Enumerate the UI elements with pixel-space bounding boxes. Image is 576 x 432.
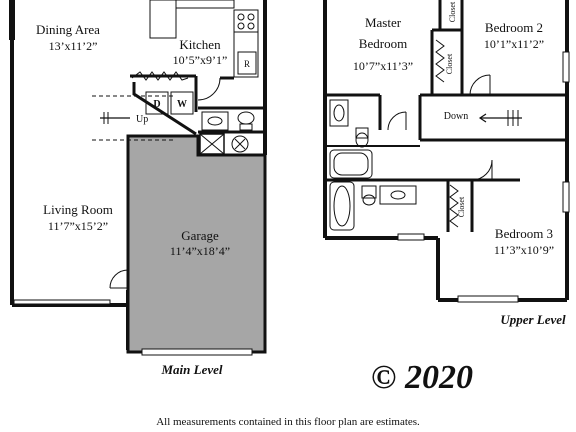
kitchen-walls: [92, 0, 267, 155]
master-bedroom-name-2: Bedroom: [359, 36, 407, 51]
upper-level-label: Upper Level: [500, 312, 566, 327]
dining-area-dims: 13’x11’2”: [49, 39, 98, 53]
master-bedroom-name-1: Master: [365, 15, 402, 30]
up-stairs-label: Up: [136, 114, 148, 125]
refrigerator-label: R: [244, 59, 250, 69]
garage-name: Garage: [181, 228, 219, 243]
bedroom2-name: Bedroom 2: [485, 20, 543, 35]
kitchen-dims: 10’5”x9’1”: [173, 53, 228, 67]
master-bedroom-dims: 10’7”x11’3”: [353, 59, 413, 73]
kitchen-name: Kitchen: [179, 37, 221, 52]
living-room-name: Living Room: [43, 202, 113, 217]
bedroom3-name: Bedroom 3: [495, 226, 553, 241]
closet-label-3: Closet: [457, 196, 466, 217]
down-stairs-label: Down: [444, 111, 468, 122]
copyright-label: © 2020: [371, 359, 473, 396]
upper-level-plan: [323, 0, 570, 303]
dining-area-name: Dining Area: [36, 22, 100, 37]
closet-label-1: Closet: [448, 1, 457, 22]
dryer-label: D: [153, 99, 160, 110]
closet-label-2: Closet: [445, 53, 454, 74]
washer-label: W: [177, 99, 187, 110]
living-room-dims: 11’7”x15’2”: [48, 219, 108, 233]
garage-dims: 11’4”x18’4”: [170, 244, 230, 258]
bedroom2-dims: 10’1”x11’2”: [484, 37, 544, 51]
main-level-label: Main Level: [160, 362, 222, 377]
bedroom3-dims: 11’3”x10’9”: [494, 243, 554, 257]
disclaimer-text: All measurements contained in this floor…: [156, 416, 420, 428]
